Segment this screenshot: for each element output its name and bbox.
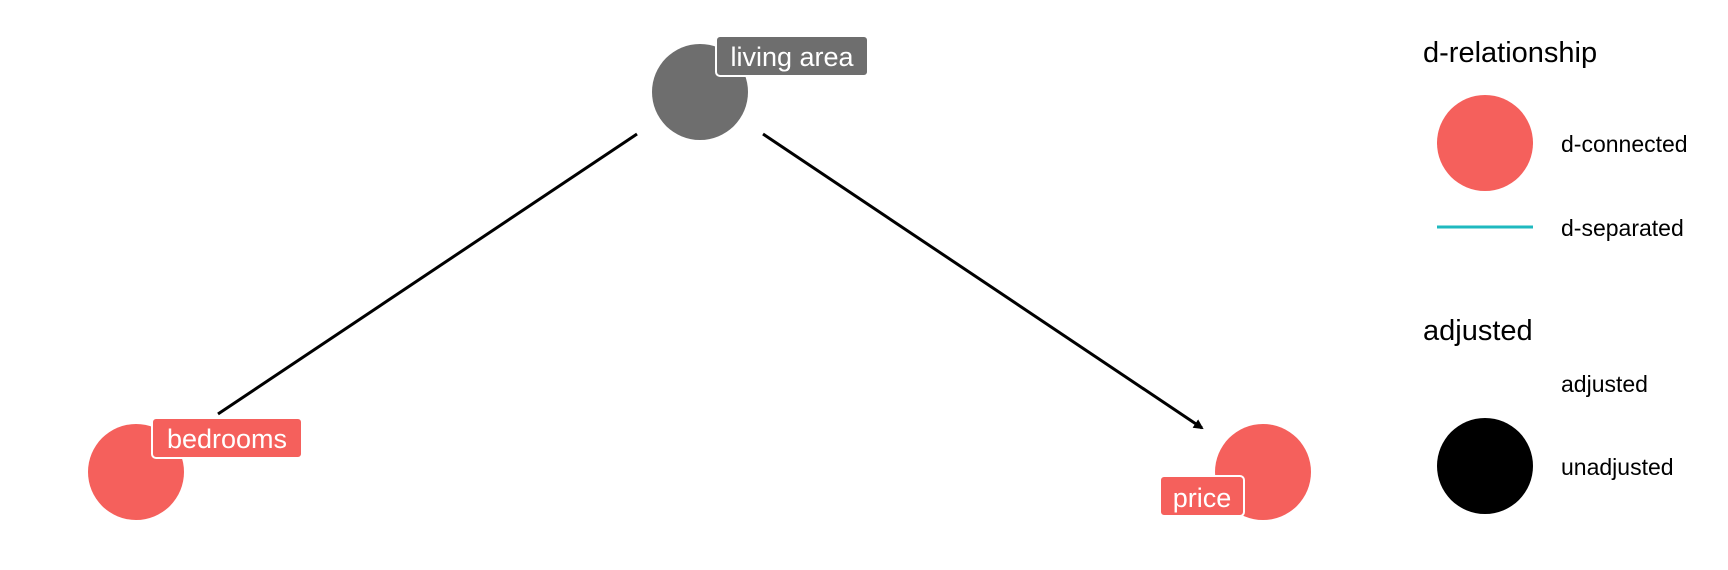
node-bedrooms-label-bg (151, 417, 303, 459)
circle-icon (1437, 418, 1533, 514)
legend-adjusted-title: adjusted (1423, 315, 1533, 347)
legend-item-d-separated: d-separated (1437, 215, 1684, 241)
legend-item-adjusted: adjusted (1561, 371, 1648, 397)
node-living-area-label: living area (730, 42, 854, 72)
legend-item-d-connected-label: d-connected (1561, 131, 1688, 157)
legend-item-adjusted-label: adjusted (1561, 371, 1648, 397)
legend-d-relationship-title: d-relationship (1423, 37, 1597, 69)
legend-adjusted: adjusted adjusted unadjusted (1423, 315, 1674, 514)
node-living-area-label-bg (715, 35, 869, 77)
node-bedrooms: bedrooms (88, 417, 303, 520)
node-living-area: living area (652, 35, 869, 140)
edge-living-area-bedrooms (217, 132, 638, 416)
legend-item-unadjusted-label: unadjusted (1561, 454, 1674, 480)
node-bedrooms-label: bedrooms (167, 424, 287, 454)
node-price: price (1159, 424, 1311, 520)
legend-item-d-connected: d-connected (1437, 95, 1688, 191)
edges (217, 132, 1204, 430)
legend-item-d-separated-label: d-separated (1561, 215, 1684, 241)
legend-item-unadjusted: unadjusted (1437, 418, 1674, 514)
node-price-label: price (1173, 483, 1232, 513)
edge-living-area-price (762, 132, 1204, 430)
node-price-label-bg (1159, 475, 1245, 517)
legend-d-relationship: d-relationship d-connected d-separated (1423, 37, 1688, 241)
